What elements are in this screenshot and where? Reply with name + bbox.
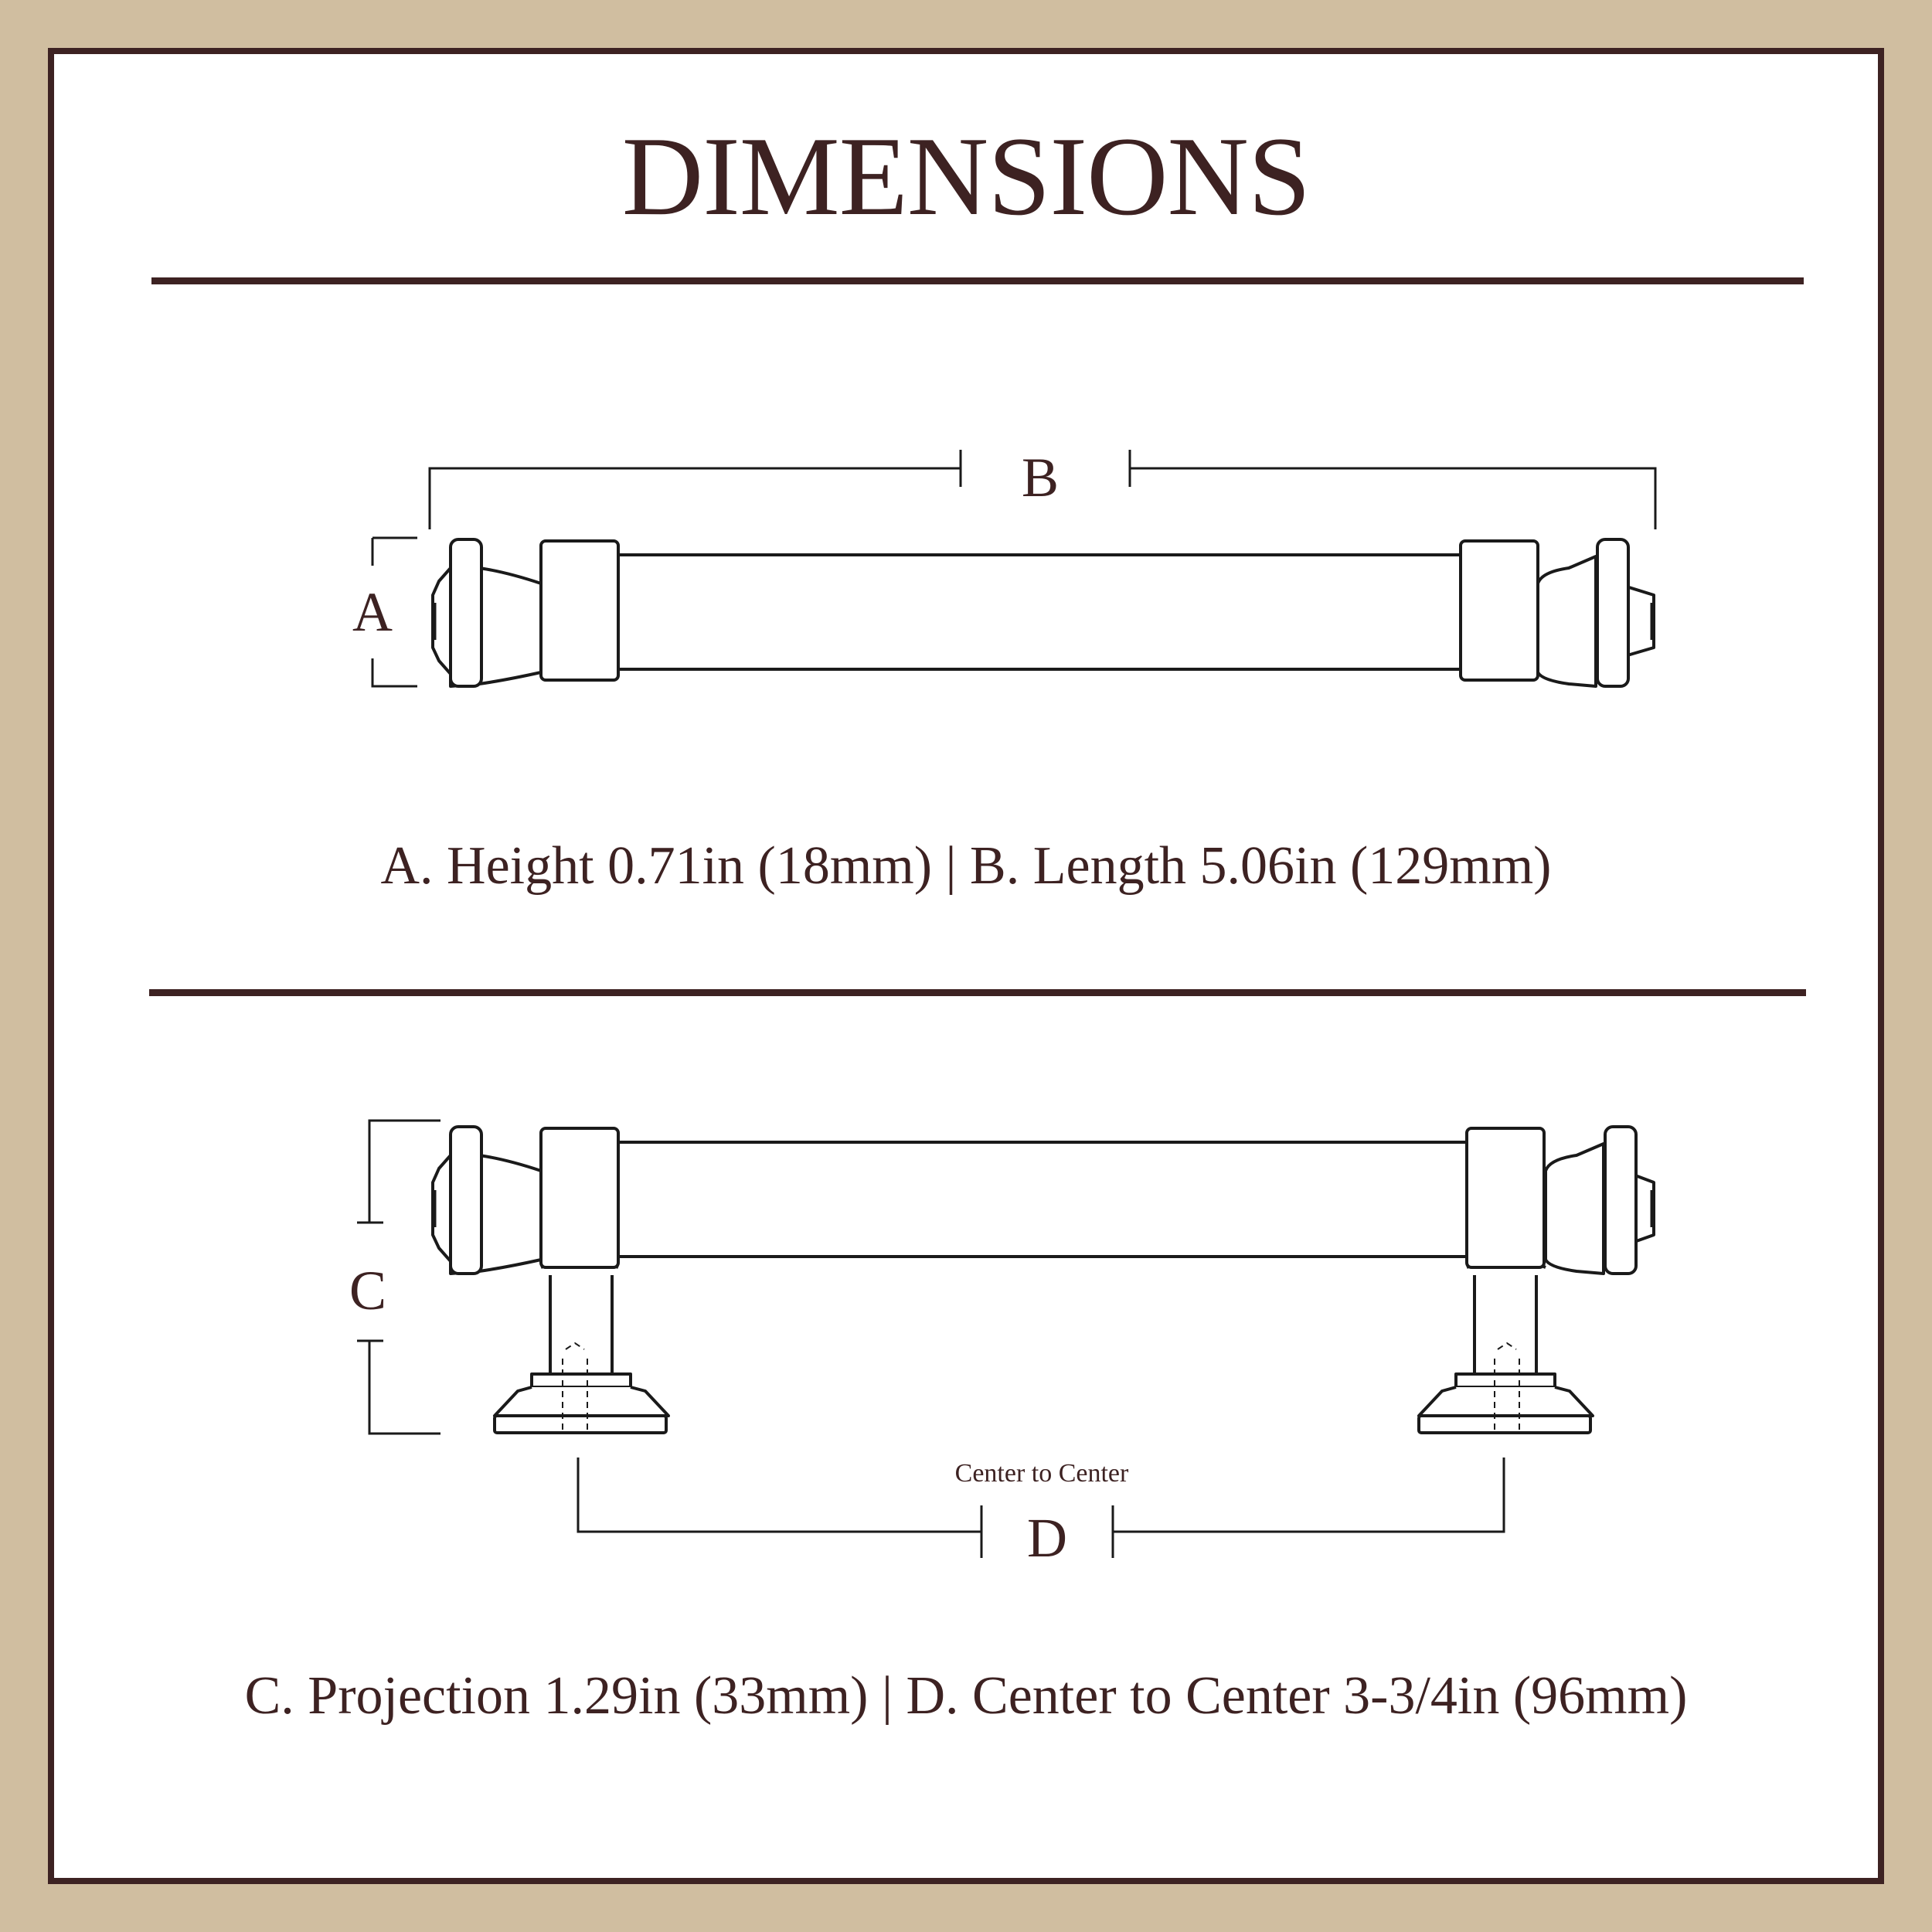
- label-c: C: [349, 1260, 386, 1321]
- left-base: [530, 1372, 632, 1389]
- handle-bar-top: [617, 553, 1462, 671]
- right-end-cap-side: [1544, 1142, 1605, 1275]
- right-base: [1454, 1372, 1556, 1389]
- dimension-d: [577, 1458, 1505, 1558]
- label-b: B: [1022, 447, 1059, 509]
- page-title: DIMENSIONS: [621, 114, 1311, 239]
- caption-height-length: A. Height 0.71in (18mm) | B. Length 5.06…: [380, 836, 1552, 896]
- right-collar-top: [1459, 539, 1539, 682]
- dimension-c: [357, 1119, 440, 1435]
- left-collar-side: [539, 1127, 620, 1269]
- right-collar-side: [1465, 1127, 1546, 1269]
- right-post: [1473, 1275, 1538, 1376]
- right-end-cap-top: [1536, 555, 1597, 688]
- label-a: A: [352, 581, 393, 643]
- left-collar-top: [539, 539, 620, 682]
- dimension-a: [371, 536, 417, 688]
- dimensions-card: [48, 48, 1884, 1884]
- label-center-to-center: Center to Center: [955, 1459, 1129, 1488]
- handle-bar-side: [617, 1141, 1468, 1258]
- left-post: [549, 1275, 614, 1376]
- dimension-b: [428, 450, 1657, 529]
- handle-side-view: [431, 1125, 1655, 1434]
- handle-top-view: [431, 538, 1655, 688]
- label-d: D: [1027, 1507, 1067, 1569]
- divider-top: [151, 277, 1804, 284]
- caption-projection-center: C. Projection 1.29in (33mm) | D. Center …: [244, 1666, 1688, 1726]
- divider-middle: [149, 989, 1806, 996]
